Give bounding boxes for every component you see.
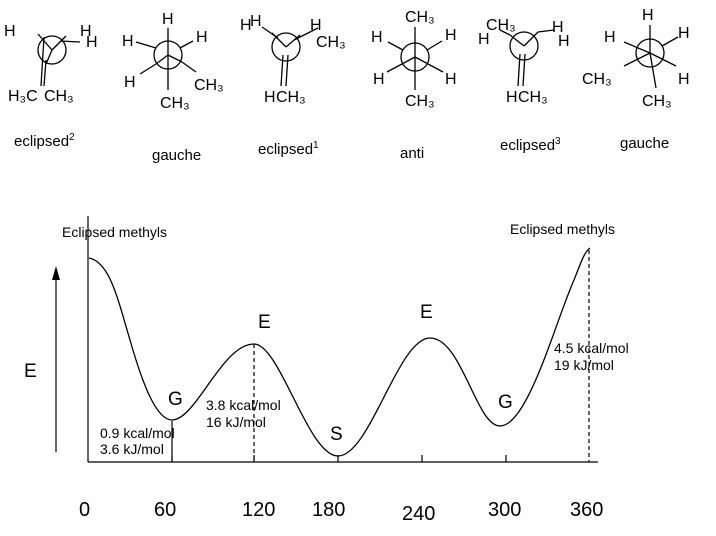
atom-label: H (264, 89, 276, 106)
atom-label: CH₃ (194, 77, 224, 94)
conformer-label: gauche (620, 135, 669, 152)
point-label-e: E (258, 312, 271, 333)
atom-label: H (445, 27, 457, 44)
conformer-label: eclipsed2 (14, 132, 75, 150)
x-tick-label: 180 (312, 499, 345, 521)
conformer-label: eclipsed3 (500, 136, 561, 154)
newman-projection-anti: CH₃ H H H H CH₃ anti (371, 9, 457, 162)
atom-label: CH₃ (642, 93, 672, 110)
conformer-label: anti (400, 145, 424, 162)
atom-label: H (250, 13, 262, 30)
atom-label: H (678, 25, 690, 42)
atom-label: H (506, 89, 518, 106)
atom-label: H (642, 7, 654, 24)
atom-label: CH₃ (486, 17, 516, 34)
atom-label: CH₃ (276, 89, 306, 106)
atom-label: H (124, 74, 136, 91)
atom-label: H (240, 17, 252, 34)
atom-label: CH₃ (316, 34, 346, 51)
atom-label: H (371, 29, 383, 46)
point-label-g: G (498, 392, 513, 413)
conformer-label: gauche (152, 147, 201, 164)
atom-label: H (86, 34, 98, 51)
atom-label: H (310, 17, 322, 34)
atom-label: H (196, 29, 208, 46)
conformer-label: eclipsed1 (258, 140, 319, 158)
newman-projection-eclipsed-2: H H H H₃C CH₃ eclipsed2 (4, 23, 98, 150)
atom-label: H (604, 29, 616, 46)
x-tick-label: 300 (488, 499, 521, 521)
point-label-s: S (330, 424, 343, 445)
atom-label: H₃C (8, 88, 38, 105)
newman-projection-eclipsed-3: CH₃ H H H H CH₃ eclipsed3 (478, 17, 570, 154)
atom-label: CH₃ (160, 95, 190, 112)
atom-label: H (478, 31, 490, 48)
newman-projection-eclipsed-1: H H H CH₃ H CH₃ eclipsed1 (240, 13, 346, 158)
atom-label: H (558, 33, 570, 50)
left-eclipsed-annotation: Eclipsed methyls (62, 224, 167, 240)
y-axis-label: E (24, 361, 37, 382)
x-tick-label: 60 (154, 499, 176, 521)
atom-label: CH₃ (518, 89, 548, 106)
atom-label: CH₃ (582, 71, 612, 88)
atom-label: H (80, 23, 92, 40)
atom-label: H (162, 11, 174, 28)
energy-arrow-head (52, 266, 60, 280)
energy-note-eclipsed-1: 3.8 kcal/mol (206, 397, 281, 413)
energy-plot: E 0 60 120 180 240 300 360 Eclipsed meth… (24, 216, 629, 525)
newman-projection-gauche-1: H H H H CH₃ CH₃ gauche (122, 11, 224, 164)
energy-note-eclipsed-2: 19 kJ/mol (554, 357, 614, 373)
atom-label: H (678, 71, 690, 88)
point-label-e: E (420, 302, 433, 323)
right-eclipsed-annotation: Eclipsed methyls (510, 221, 615, 237)
x-tick-label: 360 (570, 499, 603, 521)
atom-label: H (373, 71, 385, 88)
atom-label: H (445, 71, 457, 88)
x-tick-label: 240 (402, 503, 435, 525)
x-tick-label: 0 (79, 499, 90, 521)
point-label-g: G (168, 389, 183, 410)
atom-label: CH₃ (44, 88, 74, 105)
atom-label: H (122, 33, 134, 50)
atom-label: H (4, 23, 16, 40)
atom-label: H (552, 19, 564, 36)
energy-note-eclipsed-1: 16 kJ/mol (206, 414, 266, 430)
atom-label: CH₃ (405, 93, 435, 110)
energy-note-gauche: 3.6 kJ/mol (100, 441, 164, 457)
newman-projection-gauche-2: H H H H CH₃ CH₃ gauche (582, 7, 690, 152)
x-tick-label: 120 (242, 499, 275, 521)
energy-note-gauche: 0.9 kcal/mol (100, 425, 175, 441)
energy-note-eclipsed-2: 4.5 kcal/mol (554, 340, 629, 356)
atom-label: CH₃ (405, 9, 435, 26)
